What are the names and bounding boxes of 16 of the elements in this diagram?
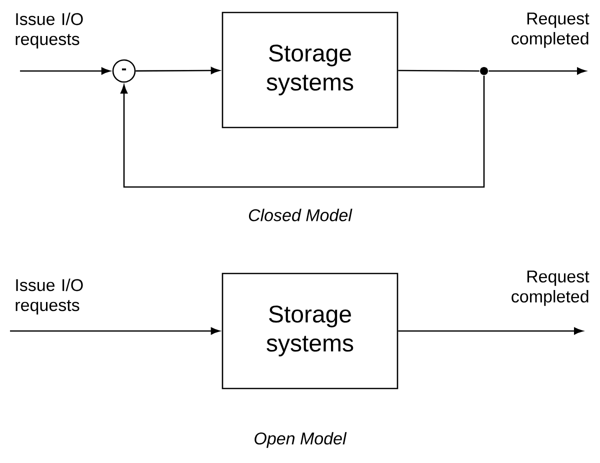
input-label: Issue I/O requests — [16, 12, 83, 48]
junction-dot — [480, 67, 488, 75]
output-label: Request completed — [512, 270, 590, 306]
arrow — [120, 76, 485, 188]
arrow — [488, 67, 586, 75]
output-label: Request completed — [512, 12, 590, 48]
arrow — [10, 327, 220, 335]
arrow — [136, 67, 220, 74]
model-caption: Closed Model — [248, 208, 352, 222]
model-caption: Open Model — [254, 432, 347, 448]
arrow — [398, 327, 583, 335]
storage-box: Storage systems — [222, 12, 398, 128]
summing-junction: - — [112, 59, 136, 83]
storage-box: Storage systems — [222, 272, 398, 390]
arrow — [20, 67, 110, 75]
input-label: Issue I/O requests — [16, 278, 83, 314]
